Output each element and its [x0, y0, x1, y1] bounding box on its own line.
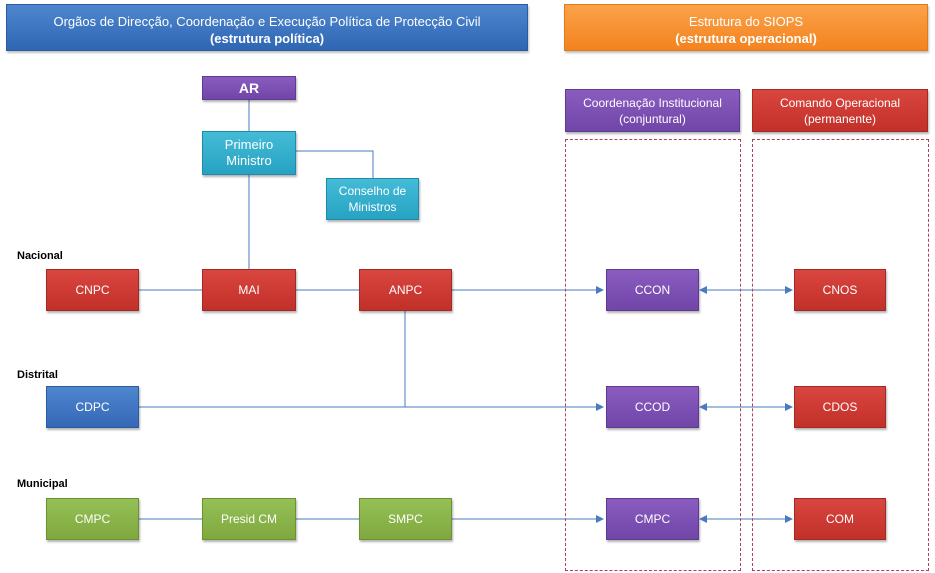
- node-primeiro-ministro: Primeiro Ministro: [202, 131, 296, 175]
- node-cdos: CDOS: [794, 386, 886, 428]
- political-structure-header: Orgãos de Direcção, Coordenação e Execuç…: [6, 4, 528, 51]
- node-anpc: ANPC: [359, 269, 452, 311]
- node-ccon: CCON: [606, 269, 699, 311]
- political-header-title: Orgãos de Direcção, Coordenação e Execuç…: [53, 14, 481, 29]
- institutional-title: Coordenação Institucional: [583, 95, 722, 110]
- node-cnos-label: CNOS: [822, 283, 858, 297]
- operational-command-header: Comando Operacional (permanente): [752, 89, 928, 132]
- node-com-label: COM: [826, 512, 854, 526]
- node-cnpc: CNPC: [46, 269, 139, 311]
- node-smpc: SMPC: [359, 498, 452, 540]
- node-cmpc-political: CMPC: [46, 498, 139, 540]
- operational-structure-header: Estrutura do SIOPS (estrutura operaciona…: [564, 4, 928, 51]
- node-ar-label: AR: [238, 80, 260, 96]
- operational-header-subtitle: (estrutura operacional): [675, 31, 817, 46]
- operational-subtitle: (permanente): [803, 111, 877, 126]
- level-label-national: Nacional: [17, 250, 63, 262]
- node-ccod-label: CCOD: [634, 400, 671, 414]
- node-mai: MAI: [202, 269, 296, 311]
- institutional-dashed-group: [565, 139, 741, 571]
- node-presid-cm: Presid CM: [202, 498, 296, 540]
- node-ccon-label: CCON: [634, 283, 671, 297]
- political-header-subtitle: (estrutura política): [209, 31, 325, 46]
- node-anpc-label: ANPC: [388, 283, 423, 297]
- level-label-municipal: Municipal: [17, 478, 68, 490]
- node-cm-label-1: Conselho de: [338, 184, 407, 198]
- node-ccod: CCOD: [606, 386, 699, 428]
- operational-header-title: Estrutura do SIOPS: [688, 14, 804, 29]
- node-cmpc-coordination: CMPC: [606, 498, 699, 540]
- node-com: COM: [794, 498, 886, 540]
- node-mai-label: MAI: [238, 283, 260, 297]
- node-cmpc-coordination-label: CMPC: [634, 512, 671, 526]
- node-cm-label-2: Ministros: [348, 200, 397, 214]
- institutional-subtitle: (conjuntural): [619, 111, 686, 126]
- level-label-district: Distrital: [17, 369, 58, 381]
- node-pm-label-1: Primeiro: [224, 137, 274, 152]
- institutional-coordination-header: Coordenação Institucional (conjuntural): [565, 89, 740, 132]
- node-ar: AR: [202, 76, 296, 100]
- operational-dashed-group: [752, 139, 929, 571]
- node-cnpc-label: CNPC: [75, 283, 110, 297]
- node-cdpc: CDPC: [46, 386, 139, 428]
- node-presid-cm-label: Presid CM: [220, 512, 277, 526]
- node-pm-label-2: Ministro: [226, 153, 272, 168]
- node-cnos: CNOS: [794, 269, 886, 311]
- node-smpc-label: SMPC: [388, 512, 423, 526]
- node-cmpc-political-label: CMPC: [74, 512, 111, 526]
- node-cdpc-label: CDPC: [75, 400, 110, 414]
- operational-title: Comando Operacional: [779, 95, 901, 110]
- node-conselho-ministros: Conselho de Ministros: [326, 178, 419, 220]
- node-cdos-label: CDOS: [822, 400, 858, 414]
